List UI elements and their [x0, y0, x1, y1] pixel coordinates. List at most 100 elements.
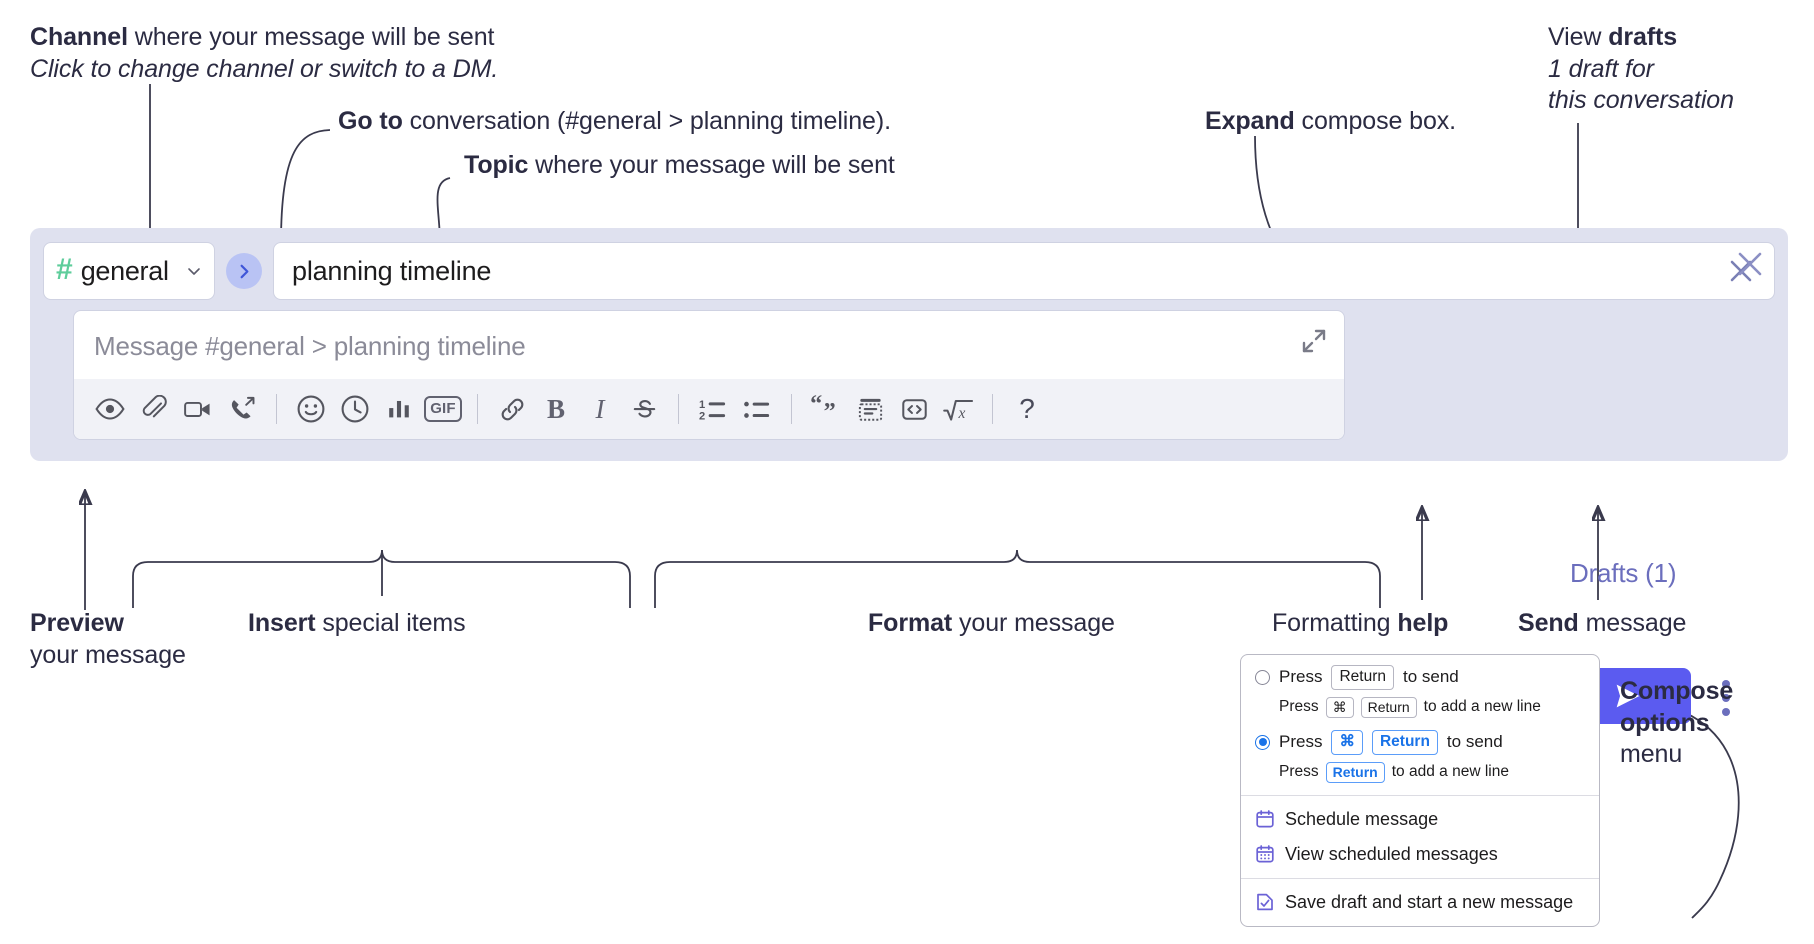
svg-text:“: “ [810, 395, 822, 417]
annotation-compose-options-line1: Compose [1620, 677, 1734, 705]
calendar-list-icon [1255, 844, 1275, 864]
option-cmd-pre: Press [1279, 732, 1323, 752]
annotation-preview-line2: your message [30, 640, 186, 669]
kbd-return: Return [1371, 729, 1438, 755]
toolbar-separator [992, 394, 993, 424]
ordered-list-icon[interactable]: 1 2 [691, 387, 735, 431]
option-cmd-post: to send [1446, 732, 1503, 752]
menu-item-save-draft[interactable]: Save draft and start a new message [1241, 885, 1599, 920]
annotation-channel-rest: where your message will be sent [127, 23, 495, 51]
strikethrough-icon[interactable] [622, 387, 666, 431]
compose-topbar: # general planning timeline [43, 242, 1775, 300]
option-return-sub-pre: Press [1279, 698, 1319, 716]
topic-input[interactable]: planning timeline [273, 242, 1775, 300]
bold-label: B [546, 393, 565, 424]
annotation-goto-bold: Go to [338, 107, 403, 135]
blockquote-icon[interactable]: “ ” [804, 387, 848, 431]
message-input-box[interactable]: Message #general > planning timeline [73, 310, 1345, 440]
toolbar-separator [276, 394, 277, 424]
annotation-formatting-help-bold: help [1397, 609, 1449, 637]
menu-group-schedule: Schedule message View scheduled messages [1241, 796, 1599, 878]
send-icon [1616, 684, 1640, 708]
annotation-goto: Go to conversation (#general > planning … [338, 106, 891, 138]
compose-options-menu: Press Return to send Press ⌘ Return to a… [1240, 654, 1600, 927]
annotation-compose-options-line2: options [1620, 708, 1710, 737]
menu-group-draft: Save draft and start a new message [1241, 879, 1599, 926]
menu-item-view-scheduled-messages[interactable]: View scheduled messages [1241, 837, 1599, 872]
send-option-return-sub: Press ⌘ Return to add a new line [1279, 696, 1585, 718]
message-placeholder: Message #general > planning timeline [94, 331, 526, 361]
clock-icon[interactable] [333, 387, 377, 431]
annotation-drafts-bold: drafts [1608, 23, 1678, 51]
italic-icon[interactable]: I [578, 387, 622, 431]
expand-icon[interactable] [1300, 327, 1328, 355]
toolbar-separator [791, 394, 792, 424]
preview-icon[interactable] [88, 387, 132, 431]
annotation-formatting-help-plain: Formatting [1272, 609, 1398, 637]
radio-cmd-return[interactable] [1255, 734, 1270, 750]
hash-icon: # [56, 253, 73, 286]
annotation-formatting-help: Formatting help [1272, 608, 1448, 640]
annotation-send: Send message [1518, 608, 1686, 640]
formatting-toolbar: GIF B I [74, 379, 1344, 439]
send-option-cmd-sub: Press Return to add a new line [1279, 761, 1585, 783]
kebab-dot [1722, 680, 1730, 688]
bulleted-list-icon[interactable] [735, 387, 779, 431]
toolbar-separator [678, 394, 679, 424]
chevron-right-icon [240, 264, 248, 278]
menu-divider [1241, 877, 1599, 879]
goto-conversation-button[interactable] [226, 253, 262, 289]
annotation-preview: Preview your message [30, 608, 186, 671]
svg-text:1: 1 [699, 398, 705, 410]
menu-item-label: Schedule message [1285, 808, 1439, 829]
annotation-send-rest: message [1578, 609, 1687, 637]
kbd-return: Return [1360, 696, 1417, 718]
topic-value: planning timeline [292, 255, 492, 286]
send-option-cmd-return[interactable]: Press ⌘ Return to send Press Return to a… [1241, 729, 1599, 795]
channel-selector[interactable]: # general [43, 242, 215, 300]
kebab-dot [1722, 708, 1730, 716]
close-icon[interactable] [1734, 248, 1766, 280]
svg-text:x: x [957, 405, 965, 422]
kebab-dot [1722, 694, 1730, 702]
formatting-help-icon[interactable]: ? [1019, 393, 1035, 424]
save-draft-icon [1255, 892, 1275, 912]
gif-icon[interactable]: GIF [421, 387, 465, 431]
send-option-return[interactable]: Press Return to send Press ⌘ Return to a… [1241, 655, 1599, 730]
drafts-link[interactable]: Drafts (1) [1570, 558, 1677, 588]
annotation-insert-bold: Insert [248, 609, 316, 637]
code-block-icon[interactable] [848, 387, 892, 431]
annotation-insert: Insert special items [248, 608, 466, 640]
link-icon[interactable] [490, 387, 534, 431]
annotation-channel-bold: Channel [30, 23, 128, 51]
poll-icon[interactable] [377, 387, 421, 431]
bold-icon[interactable]: B [534, 387, 578, 431]
svg-text:2: 2 [699, 410, 705, 422]
emoji-icon[interactable] [289, 387, 333, 431]
audio-clip-icon[interactable] [220, 387, 264, 431]
more-options-icon[interactable] [1714, 676, 1738, 720]
close-icon[interactable] [1726, 256, 1756, 286]
radio-return[interactable] [1255, 669, 1270, 685]
latex-icon[interactable]: x [936, 387, 980, 431]
annotation-expand-rest: compose box. [1294, 107, 1457, 135]
inline-code-icon[interactable] [892, 387, 936, 431]
menu-item-label: Save draft and start a new message [1285, 891, 1574, 912]
annotation-drafts-plain: View [1548, 23, 1609, 51]
annotation-format: Format your message [868, 608, 1115, 640]
annotation-preview-bold: Preview [30, 609, 124, 637]
annotation-topic-rest: where your message will be sent [528, 151, 895, 179]
chevron-down-icon [186, 263, 202, 279]
option-return-post: to send [1403, 667, 1459, 687]
channel-name: general [80, 255, 169, 286]
option-return-sub-post: to add a new line [1423, 698, 1541, 716]
annotation-insert-rest: special items [315, 609, 466, 637]
toolbar-separator [477, 394, 478, 424]
video-camera-icon[interactable] [176, 387, 220, 431]
menu-divider [1241, 794, 1599, 796]
gif-label: GIF [424, 396, 462, 422]
attachment-icon[interactable] [132, 387, 176, 431]
menu-item-schedule-message[interactable]: Schedule message [1241, 802, 1599, 837]
italic-label: I [595, 393, 605, 424]
option-return-pre: Press [1279, 667, 1323, 687]
